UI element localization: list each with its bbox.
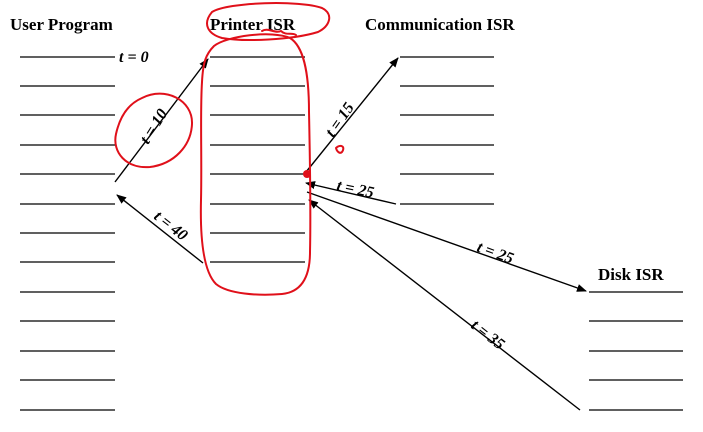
printer-isr-heading: Printer ISR <box>210 15 296 34</box>
user-program-heading: User Program <box>10 15 113 34</box>
label-t-0: t = 0 <box>119 49 149 66</box>
annotation-printer-isr-outline <box>199 33 312 296</box>
communication-isr-column <box>400 56 494 205</box>
arrow-printer-to-disk <box>306 191 587 292</box>
annotation-t10-circle <box>114 92 194 169</box>
arrow-user-to-printer <box>114 58 209 183</box>
label-t-35: t = 35 <box>468 317 508 354</box>
disk-isr-heading: Disk ISR <box>598 265 664 284</box>
annotation-heading-underline-scribble <box>261 28 297 36</box>
label-t-10: t = 10 <box>137 106 171 147</box>
arrow-communication-to-printer <box>305 181 397 205</box>
user-program-column <box>20 56 115 411</box>
label-t-25-communication: t = 25 <box>335 177 375 201</box>
annotation-heading-circle <box>206 2 331 41</box>
printer-isr-column <box>210 56 305 263</box>
label-t-25-disk: t = 25 <box>475 239 516 268</box>
disk-isr-column <box>589 291 683 411</box>
arrow-printer-to-user <box>116 194 204 264</box>
label-t-15: t = 15 <box>322 100 357 141</box>
arrow-printer-to-communication <box>305 57 399 173</box>
communication-isr-heading: Communication ISR <box>365 15 515 34</box>
annotation-pen-mark <box>335 144 345 154</box>
arrow-disk-to-printer <box>308 199 581 411</box>
annotation-red-dot <box>303 170 311 178</box>
